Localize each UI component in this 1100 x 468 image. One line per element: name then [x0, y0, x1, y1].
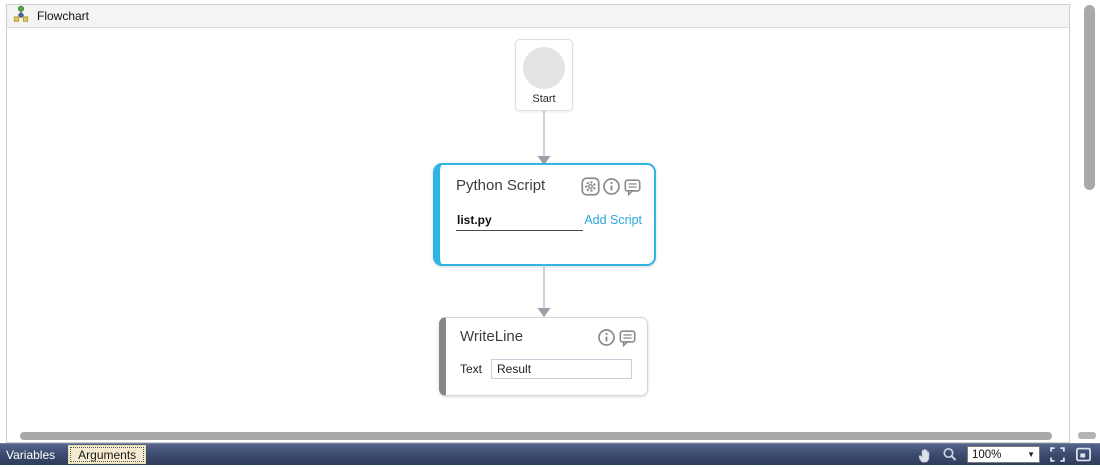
text-field-label: Text: [460, 362, 483, 376]
start-node-label: Start: [532, 93, 556, 105]
python-script-title: Python Script: [456, 177, 546, 194]
comment-icon[interactable]: [618, 328, 637, 347]
horizontal-scrollbar-thumb[interactable]: [20, 432, 1052, 440]
scrollbar-corner: [1078, 432, 1096, 439]
page-title: Flowchart: [37, 9, 90, 23]
fit-to-screen-icon[interactable]: [1049, 446, 1066, 463]
dropdown-arrow-icon: ▼: [1027, 450, 1035, 459]
comment-icon[interactable]: [623, 177, 642, 196]
start-node-circle: [523, 47, 565, 89]
flowchart-canvas[interactable]: Start Python Script: [7, 28, 1069, 442]
pan-hand-icon[interactable]: [915, 446, 933, 464]
zoom-level-value: 100%: [972, 448, 1002, 461]
python-script-node[interactable]: Python Script: [433, 163, 656, 266]
writeline-title: WriteLine: [460, 328, 524, 345]
zoom-magnifier-icon[interactable]: [942, 447, 958, 463]
variables-button[interactable]: Variables: [6, 447, 56, 462]
settings-icon[interactable]: [581, 177, 600, 196]
flowchart-header: Flowchart: [7, 5, 1069, 28]
zoom-level-dropdown[interactable]: 100% ▼: [967, 446, 1040, 463]
script-file-input[interactable]: [456, 213, 583, 231]
flowchart-panel: Flowchart Start Python Script: [6, 4, 1070, 443]
overview-icon[interactable]: [1075, 446, 1092, 463]
text-field-input[interactable]: [491, 359, 633, 379]
writeline-node[interactable]: WriteLine: [439, 317, 648, 396]
add-script-link[interactable]: Add Script: [584, 213, 642, 227]
info-icon[interactable]: [602, 177, 621, 196]
arguments-button[interactable]: Arguments: [68, 445, 147, 464]
status-bar: Variables Arguments 100% ▼: [0, 443, 1100, 465]
flowchart-icon: [12, 5, 30, 28]
start-node[interactable]: Start: [515, 39, 573, 111]
info-icon[interactable]: [597, 328, 616, 347]
vertical-scrollbar-thumb[interactable]: [1084, 5, 1095, 190]
